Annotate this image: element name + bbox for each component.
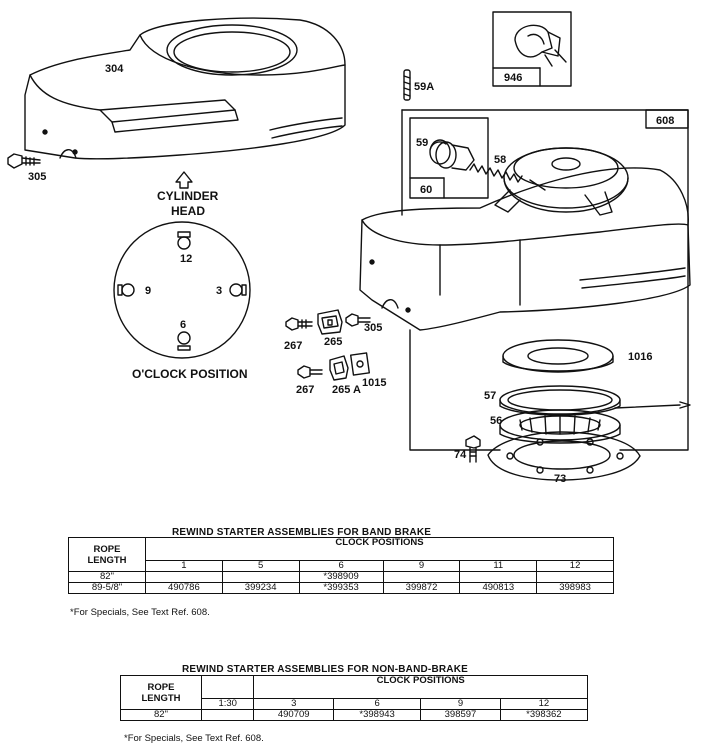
part-number-cell: *398943	[332, 709, 422, 721]
label-head: HEAD	[171, 204, 205, 218]
col-header: 6	[298, 560, 384, 572]
bolt-74	[465, 435, 481, 463]
clock-position-diagram	[113, 171, 251, 359]
table-row: 82" 490709 *398943 398597 *398362	[120, 709, 589, 721]
spring-58	[469, 163, 523, 183]
label-59: 59	[416, 137, 428, 149]
rope-header-line1: ROPE	[93, 543, 121, 555]
table1-footnote: *For Specials, See Text Ref. 608.	[70, 607, 210, 618]
clock-positions-header: CLOCK POSITIONS	[145, 537, 614, 561]
col-header: 12	[536, 560, 614, 572]
empty-header-cell	[200, 675, 255, 699]
label-73: 73	[554, 473, 566, 485]
plate-1015	[349, 352, 371, 376]
part-number-cell	[221, 571, 300, 583]
table2-footnote: *For Specials, See Text Ref. 608.	[124, 733, 264, 744]
label-cylinder: CYLINDER	[157, 189, 219, 203]
blower-housing-304	[24, 17, 346, 160]
washer-1016	[502, 339, 614, 373]
part-number-cell: 398983	[536, 582, 614, 594]
pawl-box-59-60	[409, 117, 489, 199]
label-clock-3: 3	[216, 285, 222, 297]
part-number-cell: *398909	[298, 571, 384, 583]
label-1016: 1016	[628, 351, 652, 363]
clock-positions-header: CLOCK POSITIONS	[253, 675, 588, 699]
part-number-cell	[536, 571, 614, 583]
col-header: 6	[332, 698, 422, 710]
col-header: 3	[253, 698, 334, 710]
rope-length-header: ROPE LENGTH	[120, 675, 202, 710]
col-header: 5	[221, 560, 300, 572]
label-clock-6: 6	[180, 319, 186, 331]
rope-length-cell: 82"	[120, 709, 202, 721]
label-267-upper: 267	[284, 340, 302, 352]
rope-header-line1: ROPE	[147, 681, 175, 693]
rope-length-cell: 82"	[68, 571, 146, 583]
label-1015: 1015	[362, 377, 386, 389]
part-number-cell: 399872	[382, 582, 461, 594]
table-row: 89-5/8" 490786 399234 *399353 399872 490…	[68, 582, 614, 594]
table2-title: REWIND STARTER ASSEMBLIES FOR NON-BAND-B…	[182, 664, 469, 675]
screw-305-middle	[345, 313, 371, 327]
table1-title: REWIND STARTER ASSEMBLIES FOR BAND BRAKE	[172, 527, 432, 538]
band-brake-table: ROPE LENGTH CLOCK POSITIONS 1 5 6 9 11 1…	[68, 537, 614, 594]
label-305-left: 305	[28, 171, 46, 183]
pulley-56	[499, 409, 621, 444]
screw-267-lower	[297, 365, 323, 379]
bolt-305-left	[7, 153, 41, 169]
col-header: 12	[499, 698, 589, 710]
part-number-cell: 490786	[145, 582, 223, 594]
table-row: 82" *398909	[68, 571, 614, 583]
col-header: 9	[420, 698, 501, 710]
clip-265	[317, 309, 343, 335]
part-number-cell: *398362	[499, 709, 589, 721]
rope-header-line2: LENGTH	[87, 554, 127, 566]
col-header: 11	[459, 560, 538, 572]
part-number-cell	[200, 709, 255, 721]
label-60: 60	[420, 184, 432, 196]
label-305-middle: 305	[364, 322, 382, 334]
label-74: 74	[454, 449, 467, 461]
label-56: 56	[490, 415, 502, 427]
label-clock-12: 12	[180, 253, 192, 265]
label-265: 265	[324, 336, 342, 348]
part-number-cell	[382, 571, 461, 583]
label-946: 946	[504, 72, 522, 84]
part-number-cell	[145, 571, 223, 583]
rope-length-header: ROPE LENGTH	[68, 537, 146, 572]
label-clock-9: 9	[145, 285, 151, 297]
starter-housing	[359, 147, 691, 331]
label-304: 304	[105, 63, 124, 75]
non-band-brake-table: ROPE LENGTH CLOCK POSITIONS 1:30 3 6 9 1…	[120, 675, 589, 721]
label-265a: 265 A	[332, 384, 361, 396]
label-58: 58	[494, 154, 506, 166]
pulley-57	[499, 385, 691, 416]
clip-265a	[329, 355, 349, 381]
pin-59a	[403, 69, 411, 101]
col-header: 1:30	[200, 698, 255, 710]
col-header: 9	[382, 560, 461, 572]
col-header: 1	[145, 560, 223, 572]
part-number-cell: 490709	[253, 709, 334, 721]
part-number-cell: 399234	[221, 582, 300, 594]
clip-946-box	[492, 11, 572, 87]
rope-header-line2: LENGTH	[141, 692, 181, 704]
label-267-lower: 267	[296, 384, 314, 396]
starter-assembly-608-frame	[401, 109, 689, 451]
rope-length-cell: 89-5/8"	[68, 582, 146, 594]
screw-267-upper	[285, 317, 313, 331]
label-608: 608	[656, 115, 674, 127]
part-number-cell: 398597	[420, 709, 501, 721]
part-number-cell: *399353	[298, 582, 384, 594]
label-57: 57	[484, 390, 496, 402]
exploded-parts-diagram: 304 305 59A 946 608 59 58 60 CYLINDER HE…	[7, 11, 691, 485]
part-number-cell: 490813	[459, 582, 538, 594]
base-plate-73	[487, 431, 641, 481]
label-59a: 59A	[414, 81, 434, 93]
label-oclock-position: O'CLOCK POSITION	[132, 367, 248, 381]
part-number-cell	[459, 571, 538, 583]
